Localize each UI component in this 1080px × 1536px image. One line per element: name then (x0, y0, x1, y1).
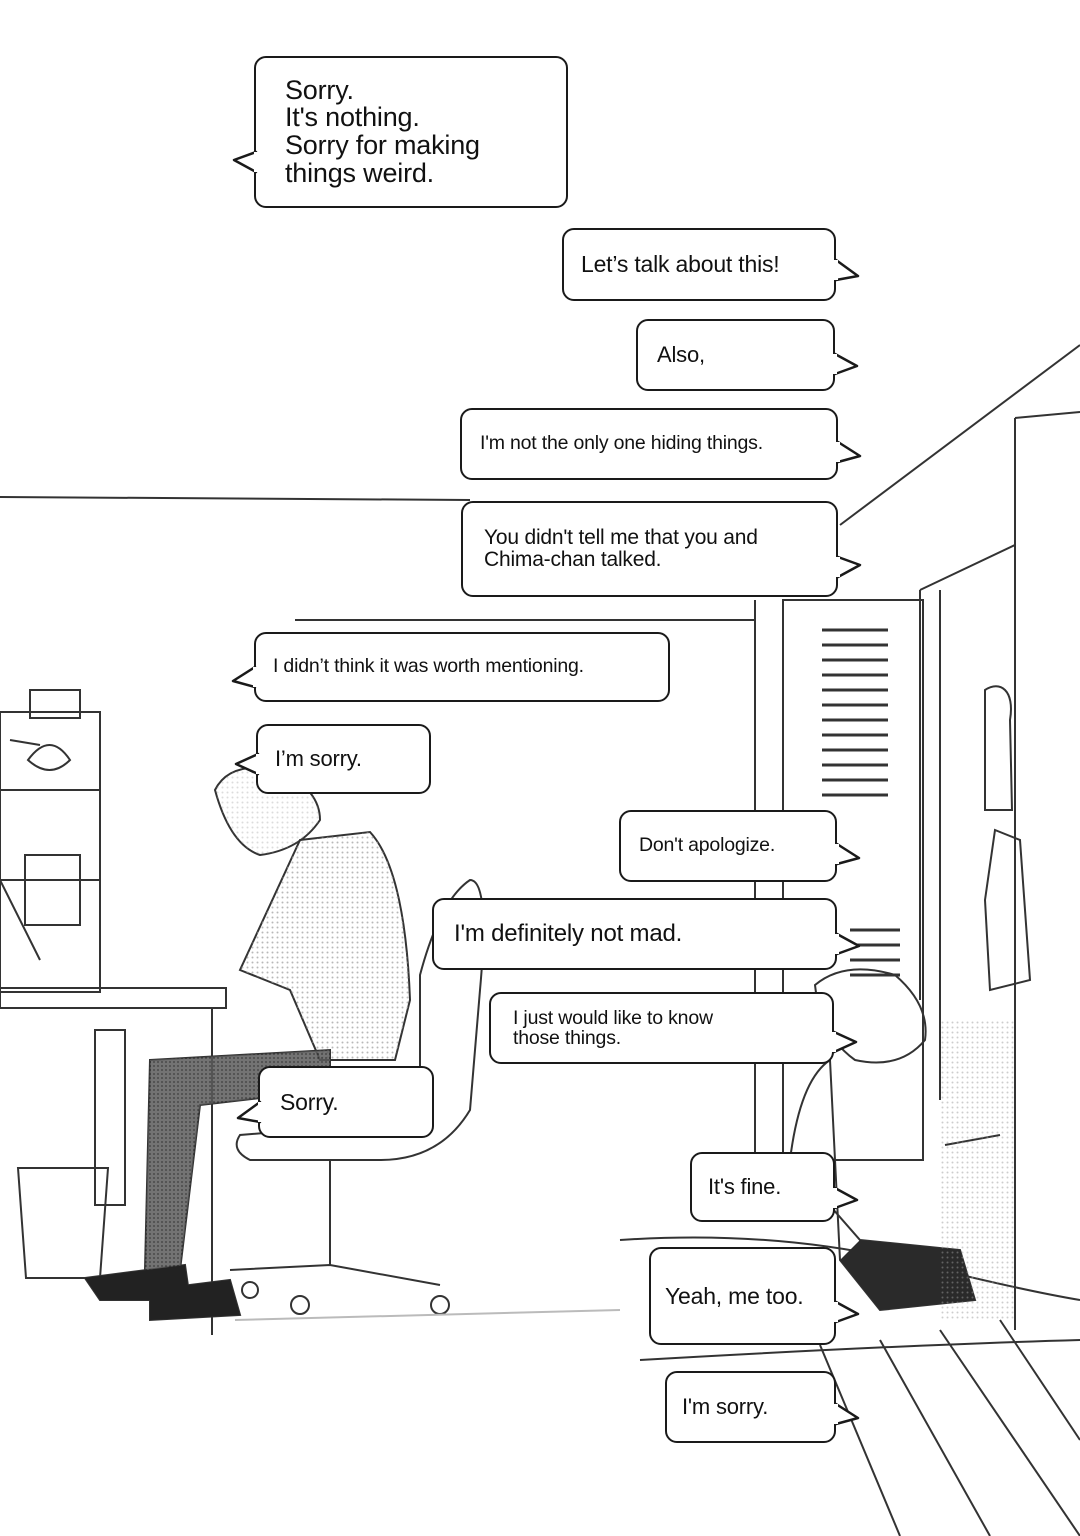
speech-tail-left (231, 665, 257, 689)
speech-text: I just would like to know those things. (513, 1006, 713, 1049)
speech-bubble-6: I didn’t think it was worth mentioning. (254, 632, 670, 702)
speech-bubble-14: I'm sorry. (665, 1371, 836, 1443)
speech-bubble-12: It's fine. (690, 1152, 835, 1222)
speech-tail-right (836, 555, 862, 579)
speech-tail-left (236, 1100, 262, 1124)
speech-bubble-5: You didn't tell me that you and Chima-ch… (461, 501, 838, 597)
speech-text: I'm sorry. (682, 1394, 769, 1419)
speech-tail-right (833, 1186, 859, 1210)
speech-text: You didn't tell me that you and Chima-ch… (484, 525, 758, 571)
speech-tail-right (834, 258, 860, 282)
speech-text: It's fine. (708, 1174, 782, 1199)
speech-text: I'm definitely not mad. (454, 920, 683, 947)
speech-tail-right (835, 932, 861, 956)
speech-text: I didn’t think it was worth mentioning. (273, 655, 584, 678)
speech-tail-left (234, 752, 260, 776)
speech-text: Let’s talk about this! (581, 251, 780, 277)
speech-tail-right (836, 440, 862, 464)
speech-bubble-9: I'm definitely not mad. (432, 898, 837, 970)
speech-text: Don't apologize. (639, 834, 776, 857)
speech-tail-left (232, 150, 258, 174)
speech-bubble-4: I'm not the only one hiding things. (460, 408, 838, 480)
speech-bubble-11: Sorry. (258, 1066, 434, 1138)
speech-tail-right (833, 352, 859, 376)
speech-tail-right (835, 842, 861, 866)
speech-text: I'm not the only one hiding things. (480, 432, 763, 455)
speech-tail-right (834, 1300, 860, 1324)
speech-text: Sorry. (280, 1088, 339, 1115)
speech-bubble-2: Let’s talk about this! (562, 228, 836, 301)
speech-text: Sorry. It's nothing. Sorry for making th… (285, 74, 480, 188)
speech-bubble-8: Don't apologize. (619, 810, 837, 882)
speech-text: Also, (657, 342, 705, 367)
speech-bubble-13: Yeah, me too. (649, 1247, 836, 1345)
speech-bubble-1: Sorry. It's nothing. Sorry for making th… (254, 56, 568, 208)
speech-bubble-7: I’m sorry. (256, 724, 431, 794)
speech-bubble-3: Also, (636, 319, 835, 391)
speech-text: Yeah, me too. (665, 1282, 804, 1309)
speech-tail-right (832, 1030, 858, 1054)
speech-bubble-10: I just would like to know those things. (489, 992, 834, 1064)
speech-text: I’m sorry. (275, 746, 362, 771)
speech-tail-right (834, 1402, 860, 1426)
